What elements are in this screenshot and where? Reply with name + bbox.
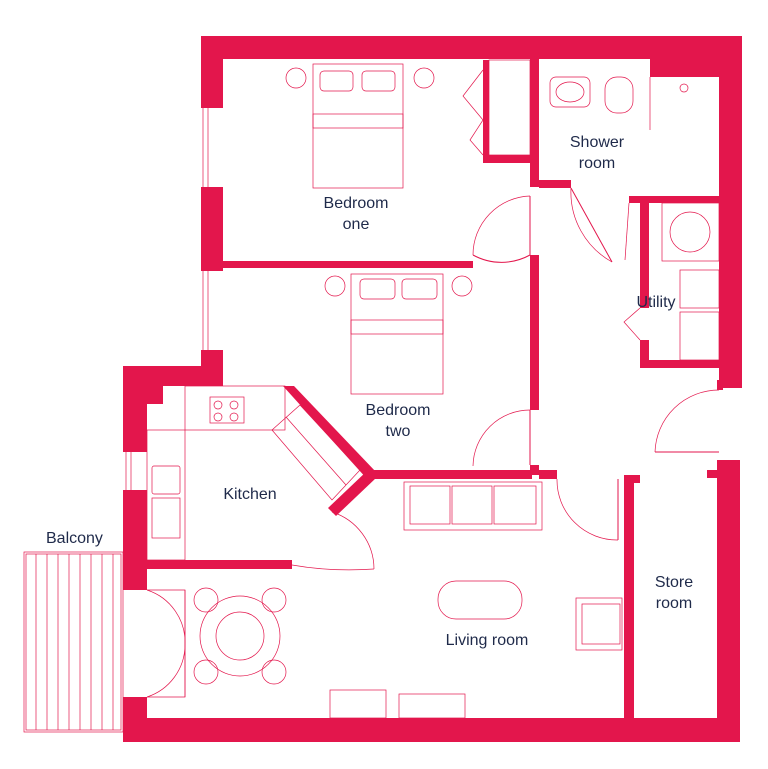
- label-living-room: Living room: [446, 632, 529, 649]
- label-utility: Utility: [636, 294, 675, 311]
- room-labels: Bedroom one Shower room Utility Bedroom …: [46, 134, 693, 649]
- shower-room-fixtures: [549, 76, 689, 130]
- label-store-room-line2: room: [656, 595, 692, 612]
- interior-walls: [147, 59, 723, 718]
- utility-fixtures: [661, 202, 720, 361]
- label-bedroom-two-line1: Bedroom: [366, 402, 431, 419]
- balcony-deck: [23, 551, 124, 733]
- label-kitchen: Kitchen: [223, 486, 276, 503]
- bedroom-one-furniture: [285, 63, 435, 189]
- label-shower-room-line1: Shower: [570, 134, 625, 151]
- windows: [125, 108, 209, 490]
- label-store-room-line1: Store: [655, 574, 693, 591]
- living-room-furniture: [193, 481, 623, 719]
- exterior-walls: [123, 36, 742, 742]
- label-balcony: Balcony: [46, 530, 103, 547]
- doors: [146, 59, 720, 698]
- label-bedroom-two-line2: two: [386, 423, 411, 440]
- label-bedroom-one-line2: one: [343, 216, 370, 233]
- label-shower-room-line2: room: [579, 155, 615, 172]
- kitchen-fixtures: [146, 385, 361, 561]
- bedroom-two-furniture: [324, 273, 473, 395]
- label-bedroom-one-line1: Bedroom: [324, 195, 389, 212]
